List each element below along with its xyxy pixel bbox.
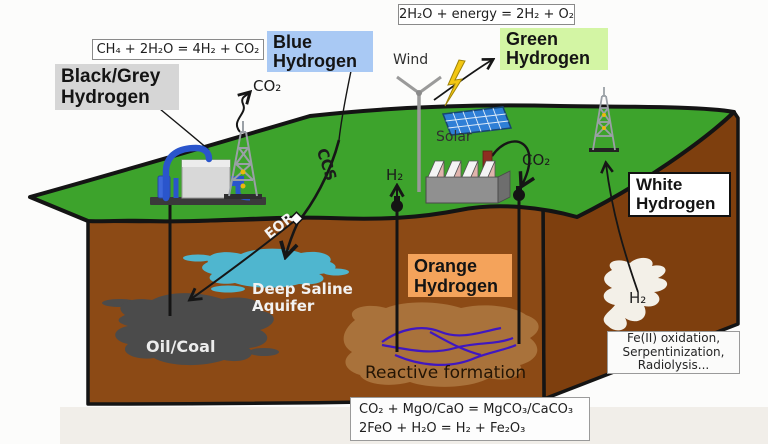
- white-hydrogen-line1: White: [636, 175, 683, 194]
- green-hydrogen-line1: Green: [506, 29, 559, 49]
- wind-turbine-icon: [396, 75, 442, 192]
- blue-hydrogen-line1: Blue: [273, 32, 313, 52]
- factory-icon: [425, 150, 511, 204]
- blue-leader-line: [338, 70, 352, 141]
- black-grey-hydrogen-line1: Black/Grey: [61, 66, 161, 87]
- green-hydrogen-line2: Hydrogen: [506, 48, 591, 68]
- white-hydrogen-line2: Hydrogen: [636, 193, 716, 213]
- co2-label-right: CO₂: [522, 151, 551, 169]
- white-hydrogen-note: Fe(II) oxidation, Serpentinization, Radi…: [607, 331, 740, 374]
- black-grey-hydrogen-box: Black/Grey Hydrogen: [55, 64, 179, 110]
- oil-coal-deposit: [102, 293, 279, 366]
- reactive-formation-label: Reactive formation: [365, 363, 527, 383]
- white-h2-arrow: [606, 164, 639, 293]
- hydrogen-pocket: [603, 257, 668, 331]
- aquifer-label-line2: Aquifer: [252, 297, 315, 315]
- equation-mineralization: CO₂ + MgO/CaO = MgCO₃/CaCO₃ 2FeO + H₂O =…: [350, 397, 590, 441]
- white-hydrogen-box: White Hydrogen: [628, 172, 731, 217]
- orange-hydrogen-line2: Hydrogen: [414, 276, 499, 296]
- co2-release-arrow: [235, 93, 249, 133]
- black-grey-hydrogen-line2: Hydrogen: [61, 87, 150, 108]
- injection-valve-icon: [289, 211, 304, 226]
- equation-mineralization-line2: 2FeO + H₂O = H₂ + Fe₂O₃: [359, 421, 526, 436]
- orange-hydrogen-line1: Orange: [414, 256, 478, 276]
- equation-mineralization-line1: CO₂ + MgO/CaO = MgCO₃/CaCO₃: [359, 402, 574, 417]
- saline-aquifer: [183, 248, 349, 293]
- co2-capture-arrow: [491, 140, 529, 185]
- black-grey-leader-line: [159, 108, 210, 151]
- h2-label-pocket: H₂: [629, 289, 647, 307]
- eor-flow-line: [191, 217, 299, 299]
- electricity-arrow: [433, 60, 492, 101]
- co2-label-left: CO₂: [253, 77, 282, 95]
- solar-label: Solar: [436, 129, 472, 145]
- white-note-line3: Radiolysis...: [637, 358, 710, 373]
- blue-hydrogen-box: Blue Hydrogen: [267, 31, 373, 72]
- aquifer-label-line1: Deep Saline: [252, 280, 353, 298]
- lightning-icon: [444, 59, 466, 107]
- wellhead-middle: [391, 200, 403, 212]
- reactive-formation-blob: [343, 302, 539, 387]
- green-hydrogen-box: Green Hydrogen: [500, 28, 608, 70]
- wind-label: Wind: [393, 52, 429, 68]
- solar-panel-icon: [441, 106, 513, 136]
- oil-derrick-icon-right: [589, 87, 619, 152]
- h2-label-surface: H₂: [386, 166, 404, 184]
- oil-coal-label: Oil/Coal: [146, 337, 216, 356]
- white-note-line1: Fe(II) oxidation,: [626, 331, 721, 346]
- orange-hydrogen-box: Orange Hydrogen: [408, 254, 512, 297]
- equation-electrolysis: 2H₂O + energy = 2H₂ + O₂: [398, 4, 575, 25]
- oil-derrick-icon-left: [224, 121, 262, 199]
- equation-smr: CH₄ + 2H₂O = 4H₂ + CO₂: [92, 39, 264, 60]
- aquifer-label: Deep Saline Aquifer: [252, 281, 353, 315]
- white-note-line2: Serpentinization,: [622, 344, 725, 359]
- wellhead-right: [513, 189, 525, 201]
- blue-hydrogen-line2: Hydrogen: [273, 51, 358, 71]
- well-lines: [168, 194, 521, 352]
